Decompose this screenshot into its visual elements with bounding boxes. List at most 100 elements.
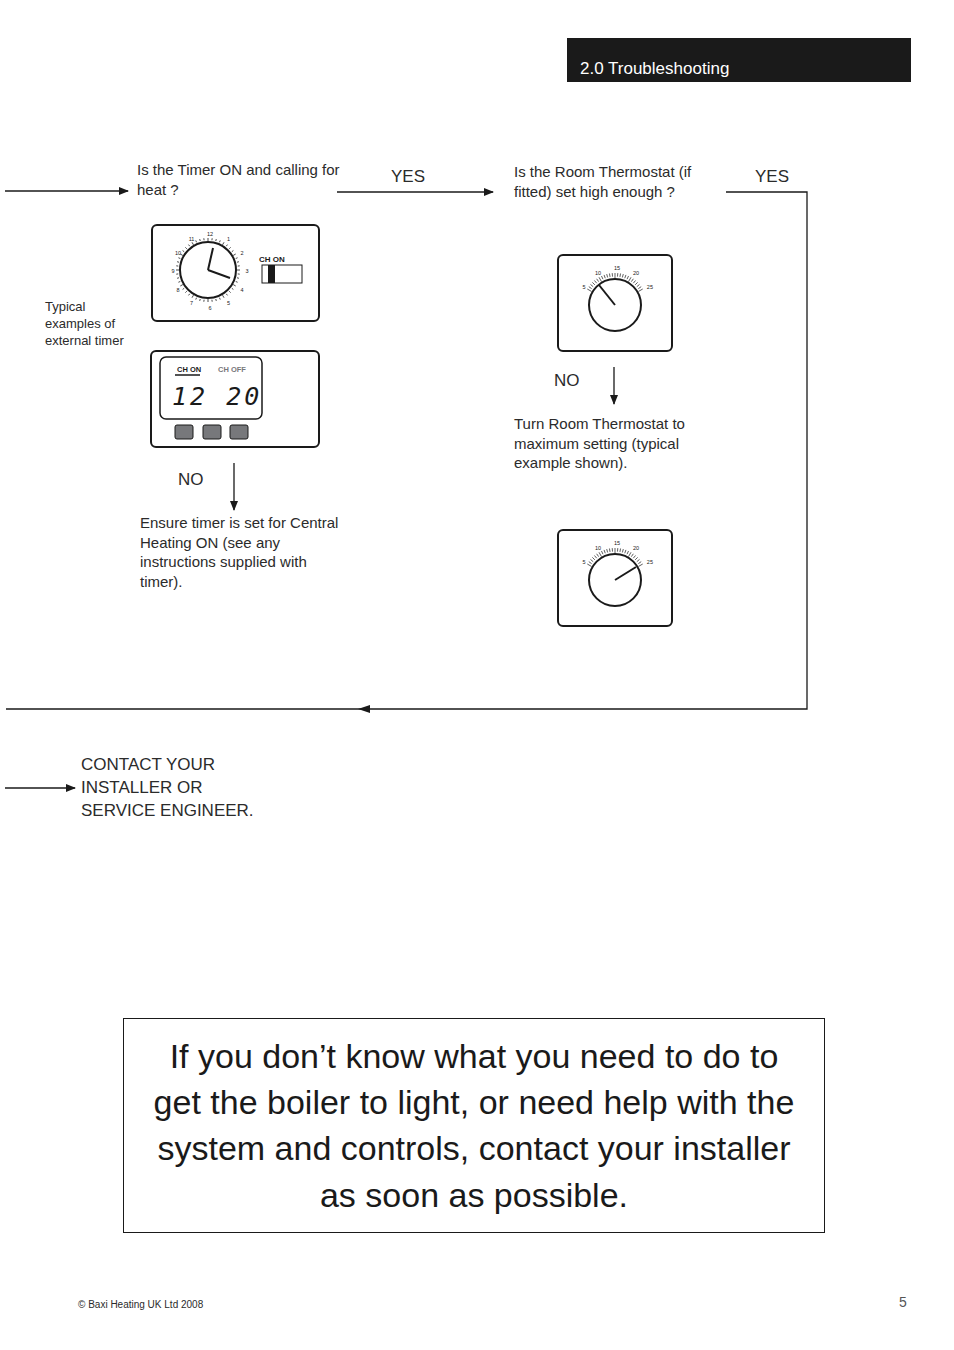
dial-number: 2 xyxy=(241,251,244,257)
action-text: CONTACT YOUR INSTALLER OR SERVICE ENGINE… xyxy=(81,754,256,823)
dial-number: 12 xyxy=(207,232,213,238)
dial-number: 5 xyxy=(583,560,586,566)
dial-tick xyxy=(625,275,626,278)
dial-tick xyxy=(638,564,642,567)
clock-hand xyxy=(208,248,213,270)
dial-tick xyxy=(226,294,227,296)
dial-tick xyxy=(638,562,641,564)
dial-tick xyxy=(192,242,194,245)
dial-tick xyxy=(609,548,611,551)
dial-tick xyxy=(208,238,209,241)
dial-tick xyxy=(237,261,239,263)
answer-label: YES xyxy=(755,166,789,188)
dial-number: 10 xyxy=(175,251,181,257)
answer-label: NO xyxy=(554,370,580,392)
dial-number: 6 xyxy=(208,306,211,312)
dial-tick xyxy=(189,294,190,296)
dial-tick xyxy=(609,273,611,276)
mode-label: CH ON xyxy=(259,256,285,264)
dial-tick xyxy=(232,251,234,252)
dial-tick xyxy=(637,284,640,286)
dial-tick xyxy=(223,242,225,245)
thermostat-pointer xyxy=(615,567,636,580)
dial-tick xyxy=(631,279,633,282)
dial-tick xyxy=(199,239,201,241)
dial-tick xyxy=(203,300,204,302)
timer-box: CH ON121234567891011 xyxy=(151,224,320,322)
dial-tick xyxy=(592,282,594,284)
dial-tick xyxy=(612,548,613,551)
dial-number: 10 xyxy=(595,546,601,552)
dial-tick xyxy=(177,261,179,263)
dial-tick xyxy=(185,291,186,292)
dial-tick xyxy=(638,287,641,289)
dial-tick xyxy=(601,276,602,279)
dial-tick xyxy=(629,552,632,556)
dial-tick xyxy=(589,562,592,564)
time-readout: 12 20 xyxy=(172,384,262,409)
timer-button xyxy=(175,425,193,439)
instruction-text: Ensure timer is set for Central Heating … xyxy=(140,513,345,591)
dial-tick xyxy=(176,270,179,271)
dial-tick xyxy=(617,273,618,276)
mode-underline xyxy=(175,374,200,376)
dial-tick xyxy=(631,554,633,557)
flow-arrow xyxy=(337,191,493,192)
dial-tick xyxy=(612,273,613,276)
dial-tick xyxy=(219,240,221,242)
dial-tick xyxy=(211,238,212,240)
thermostat-pointer xyxy=(599,285,615,305)
dial-tick xyxy=(176,265,178,266)
dial-tick xyxy=(587,564,591,567)
answer-label: YES xyxy=(391,166,425,188)
dial-tick xyxy=(236,257,238,259)
flow-arrow xyxy=(233,463,234,510)
dial-number: 11 xyxy=(189,237,195,243)
dial-tick xyxy=(183,288,185,289)
dial-number: 5 xyxy=(583,285,586,291)
dial-number: 20 xyxy=(633,546,639,552)
lcd-display xyxy=(160,357,262,419)
dial-tick xyxy=(625,550,626,553)
dial-tick xyxy=(592,557,594,559)
dial-tick xyxy=(219,298,221,300)
dial-tick xyxy=(590,284,593,286)
dial-tick xyxy=(229,291,230,292)
dial-tick xyxy=(229,247,230,248)
dial-tick xyxy=(215,239,217,241)
question-text: Is the Timer ON and calling for heat ? xyxy=(137,160,342,199)
dial-tick xyxy=(237,277,239,279)
slide-switch xyxy=(262,265,302,283)
dial-tick xyxy=(215,299,217,301)
dial-tick xyxy=(599,552,602,556)
dial-tick xyxy=(233,254,236,256)
dial-tick xyxy=(192,295,194,298)
dial-tick xyxy=(238,273,240,274)
thermostat-dial xyxy=(589,554,641,606)
dial-tick xyxy=(176,273,178,274)
dial-tick xyxy=(183,251,185,252)
dial-number: 8 xyxy=(176,288,179,294)
dial-tick xyxy=(629,277,632,281)
dial-number: 10 xyxy=(595,271,601,277)
timer-box: CH ONCH OFF12 20 xyxy=(150,350,320,448)
dial-number: 1 xyxy=(227,237,230,243)
dial-tick xyxy=(238,265,240,266)
dial-tick xyxy=(208,299,209,302)
dial-tick xyxy=(178,281,180,283)
dial-number: 9 xyxy=(171,269,174,275)
dial-tick xyxy=(199,299,201,301)
dial-tick xyxy=(604,550,605,553)
timer-button xyxy=(203,425,221,439)
dial-tick xyxy=(237,270,240,271)
note-text: If you don’t know what you need to do to… xyxy=(144,1033,804,1218)
dial-tick xyxy=(195,298,197,300)
arrow-head xyxy=(358,705,370,713)
flow-arrow xyxy=(5,787,75,788)
clock-hand xyxy=(208,270,230,278)
dial-number: 5 xyxy=(227,301,230,307)
dial-tick xyxy=(601,551,602,554)
dial-tick xyxy=(594,555,596,558)
flow-arrow xyxy=(613,367,614,404)
timer-button xyxy=(230,425,248,439)
